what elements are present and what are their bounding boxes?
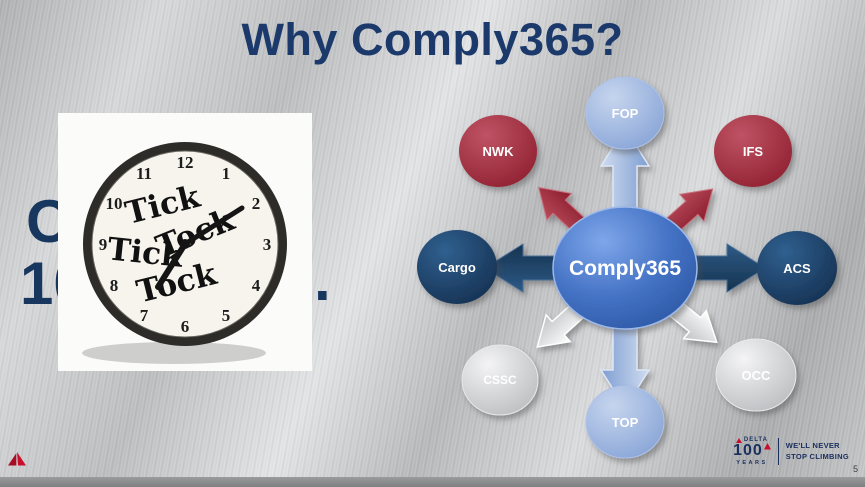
clock-illustration: 12 1 2 3 4 5 6 7 8 9 10 11 Tick Tock Tic… xyxy=(82,142,287,364)
clock-number-6: 6 xyxy=(181,317,190,336)
clock-number-12: 12 xyxy=(177,153,194,172)
clock-number-5: 5 xyxy=(222,306,231,325)
delta-widget-right-half xyxy=(17,452,26,466)
node-occ-circle xyxy=(715,338,797,412)
hub-diagram-svg: FOP IFS ACS OCC TOP CSSC Cargo NWK Compl… xyxy=(417,76,837,459)
delta-widget-svg xyxy=(8,452,26,466)
node-ifs-label: IFS xyxy=(743,144,764,159)
delta-widget-left-half xyxy=(8,453,17,466)
slide-title: Why Comply365? xyxy=(241,14,624,65)
tick-tock-clock-image: 12 1 2 3 4 5 6 7 8 9 10 11 Tick Tock Tic… xyxy=(58,113,312,371)
node-ifs-circle xyxy=(714,115,792,187)
node-cssc-circle xyxy=(461,344,539,416)
clock-number-9: 9 xyxy=(99,235,108,254)
node-top-circle xyxy=(585,385,665,459)
center-node-circle xyxy=(552,206,698,330)
center-node-label: Comply365 xyxy=(569,257,681,280)
brand-tagline: WE'LL NEVER STOP CLIMBING xyxy=(786,441,849,462)
clock-hour-hand xyxy=(155,241,188,290)
years-number: 100 xyxy=(733,442,763,459)
left-text-sentence-end: . xyxy=(314,246,331,313)
clock-number-11: 11 xyxy=(136,164,152,183)
delta-wordmark-row: DELTA xyxy=(735,437,768,443)
node-nwk-label: NWK xyxy=(482,144,514,159)
delta-wordmark: DELTA xyxy=(743,437,768,443)
clock-minute-hand xyxy=(182,205,245,247)
years-widget-icon xyxy=(763,443,771,450)
node-occ-label: OCC xyxy=(742,368,772,383)
brand-divider xyxy=(777,438,779,465)
node-cssc-label: CSSC xyxy=(483,373,517,387)
bottom-metal-band xyxy=(0,477,865,487)
delta-100-years-brand: DELTA 100 YEARS WE'LL NEVER STOP CLIMBIN… xyxy=(733,437,849,466)
years-label: YEARS xyxy=(736,460,768,466)
clock-number-3: 3 xyxy=(263,235,272,254)
node-cargo-label: Cargo xyxy=(438,260,476,275)
clock-number-1: 1 xyxy=(222,164,231,183)
arrow-to-nwk xyxy=(538,186,588,235)
clock-number-10: 10 xyxy=(106,194,123,213)
clock-number-4: 4 xyxy=(252,276,261,295)
comply365-hub-diagram: FOP IFS ACS OCC TOP CSSC Cargo NWK Compl… xyxy=(413,68,853,468)
node-nwk-circle xyxy=(459,115,537,187)
clock-number-8: 8 xyxy=(110,276,119,295)
node-acs-label: ACS xyxy=(783,261,811,276)
tagline-line1: WE'LL NEVER xyxy=(785,441,840,450)
page-number: 5 xyxy=(852,464,858,474)
node-acs-circle xyxy=(757,231,837,305)
delta-mini-widget-icon xyxy=(735,437,742,443)
delta-100-logo: DELTA 100 YEARS xyxy=(733,437,771,466)
node-cargo-circle xyxy=(417,230,497,304)
node-top-label: TOP xyxy=(612,415,639,430)
years-number-row: 100 xyxy=(733,443,771,459)
clock-number-7: 7 xyxy=(140,306,149,325)
clock-number-2: 2 xyxy=(252,194,261,213)
clock-center-pin xyxy=(180,239,190,249)
node-fop-label: FOP xyxy=(612,106,639,121)
clock-shadow xyxy=(82,342,266,364)
delta-widget-icon xyxy=(8,452,26,471)
node-fop-circle xyxy=(585,76,665,150)
tagline-line2: STOP CLIMBING xyxy=(785,451,849,461)
